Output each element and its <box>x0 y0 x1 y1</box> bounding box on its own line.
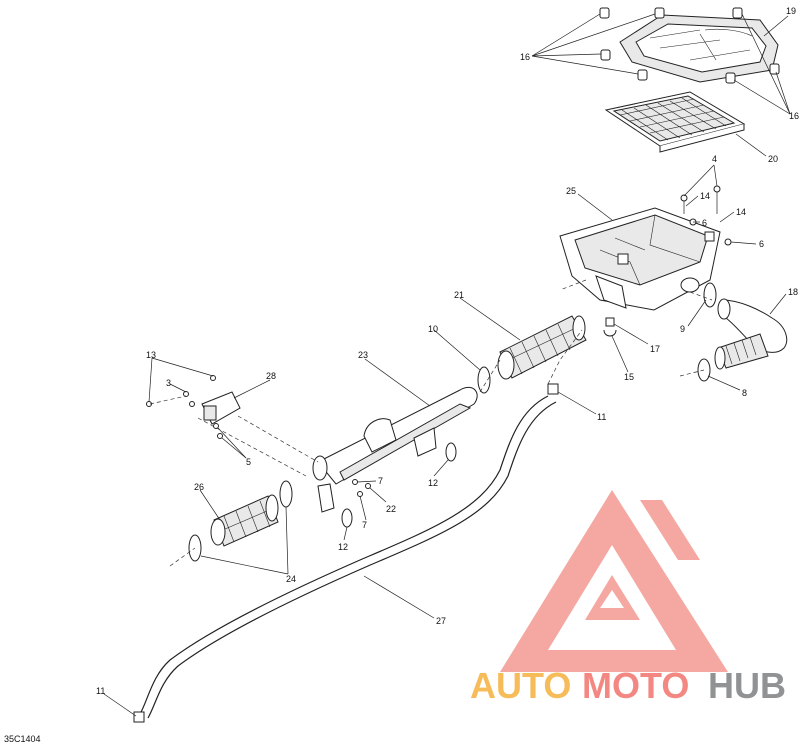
ref-6-left: 6 <box>702 218 707 228</box>
ref-7-upper: 7 <box>378 476 383 486</box>
part-14-6-bolts <box>680 185 732 246</box>
automotohub-watermark: AUTO MOTO HUB <box>470 490 786 706</box>
ref-16-right: 16 <box>789 111 799 121</box>
watermark-word-auto: AUTO <box>470 665 571 706</box>
ref-26: 26 <box>194 482 204 492</box>
part-26-duct <box>210 494 279 547</box>
part-7-22-fasteners <box>352 479 371 497</box>
ref-9: 9 <box>680 324 685 334</box>
ref-5: 5 <box>246 457 251 467</box>
ref-24: 24 <box>286 574 296 584</box>
watermark-triangle-logo <box>500 490 728 672</box>
ref-21: 21 <box>454 290 464 300</box>
ref-16-left: 16 <box>520 52 530 62</box>
ref-10: 10 <box>428 324 438 334</box>
part-20-air-filter <box>604 91 746 153</box>
ref-20: 20 <box>768 154 778 164</box>
diagram-code: 35C1404 <box>4 734 41 744</box>
part-16-clips <box>599 7 780 84</box>
ref-4: 4 <box>712 154 717 164</box>
part-27-drain-hose <box>139 395 557 719</box>
watermark-word-moto: MOTO <box>582 665 689 706</box>
ref-3: 3 <box>166 378 171 388</box>
ref-14-right: 14 <box>736 207 746 217</box>
part-28-bracket <box>201 391 241 425</box>
part-11-clips <box>133 383 559 723</box>
ref-17: 17 <box>650 344 660 354</box>
ref-27: 27 <box>436 616 446 626</box>
part-21-intake-duct <box>497 315 587 380</box>
ref-23: 23 <box>358 350 368 360</box>
ref-7-lower: 7 <box>362 520 367 530</box>
ref-12-lower: 12 <box>338 542 348 552</box>
ref-28: 28 <box>266 371 276 381</box>
part-9-8-clamps <box>697 282 717 382</box>
leader-lines <box>103 13 791 717</box>
ref-11-upper: 11 <box>597 412 606 422</box>
reference-numbers: 16 16 19 20 4 14 14 6 6 25 18 9 17 15 8 … <box>4 6 799 744</box>
part-18-elbow-boot <box>714 298 788 370</box>
ref-19: 19 <box>786 6 796 16</box>
ref-18: 18 <box>788 287 798 297</box>
ref-25: 25 <box>566 186 576 196</box>
part-23-intake-tube <box>312 386 478 513</box>
part-25-airbox-base <box>559 207 721 311</box>
ref-12-upper: 12 <box>428 478 438 488</box>
assembly-lines <box>149 279 713 567</box>
ref-14-left: 14 <box>700 191 710 201</box>
ref-6-right: 6 <box>759 239 764 249</box>
part-15-17-clips <box>603 317 617 337</box>
ref-13: 13 <box>146 350 156 360</box>
ref-15: 15 <box>624 372 634 382</box>
part-19-airbox-cover <box>619 14 779 83</box>
ref-8: 8 <box>742 388 747 398</box>
ref-22: 22 <box>386 504 396 514</box>
watermark-word-hub: HUB <box>708 665 786 706</box>
ref-11-lower: 11 <box>96 686 105 696</box>
part-10-clamp <box>477 366 491 394</box>
